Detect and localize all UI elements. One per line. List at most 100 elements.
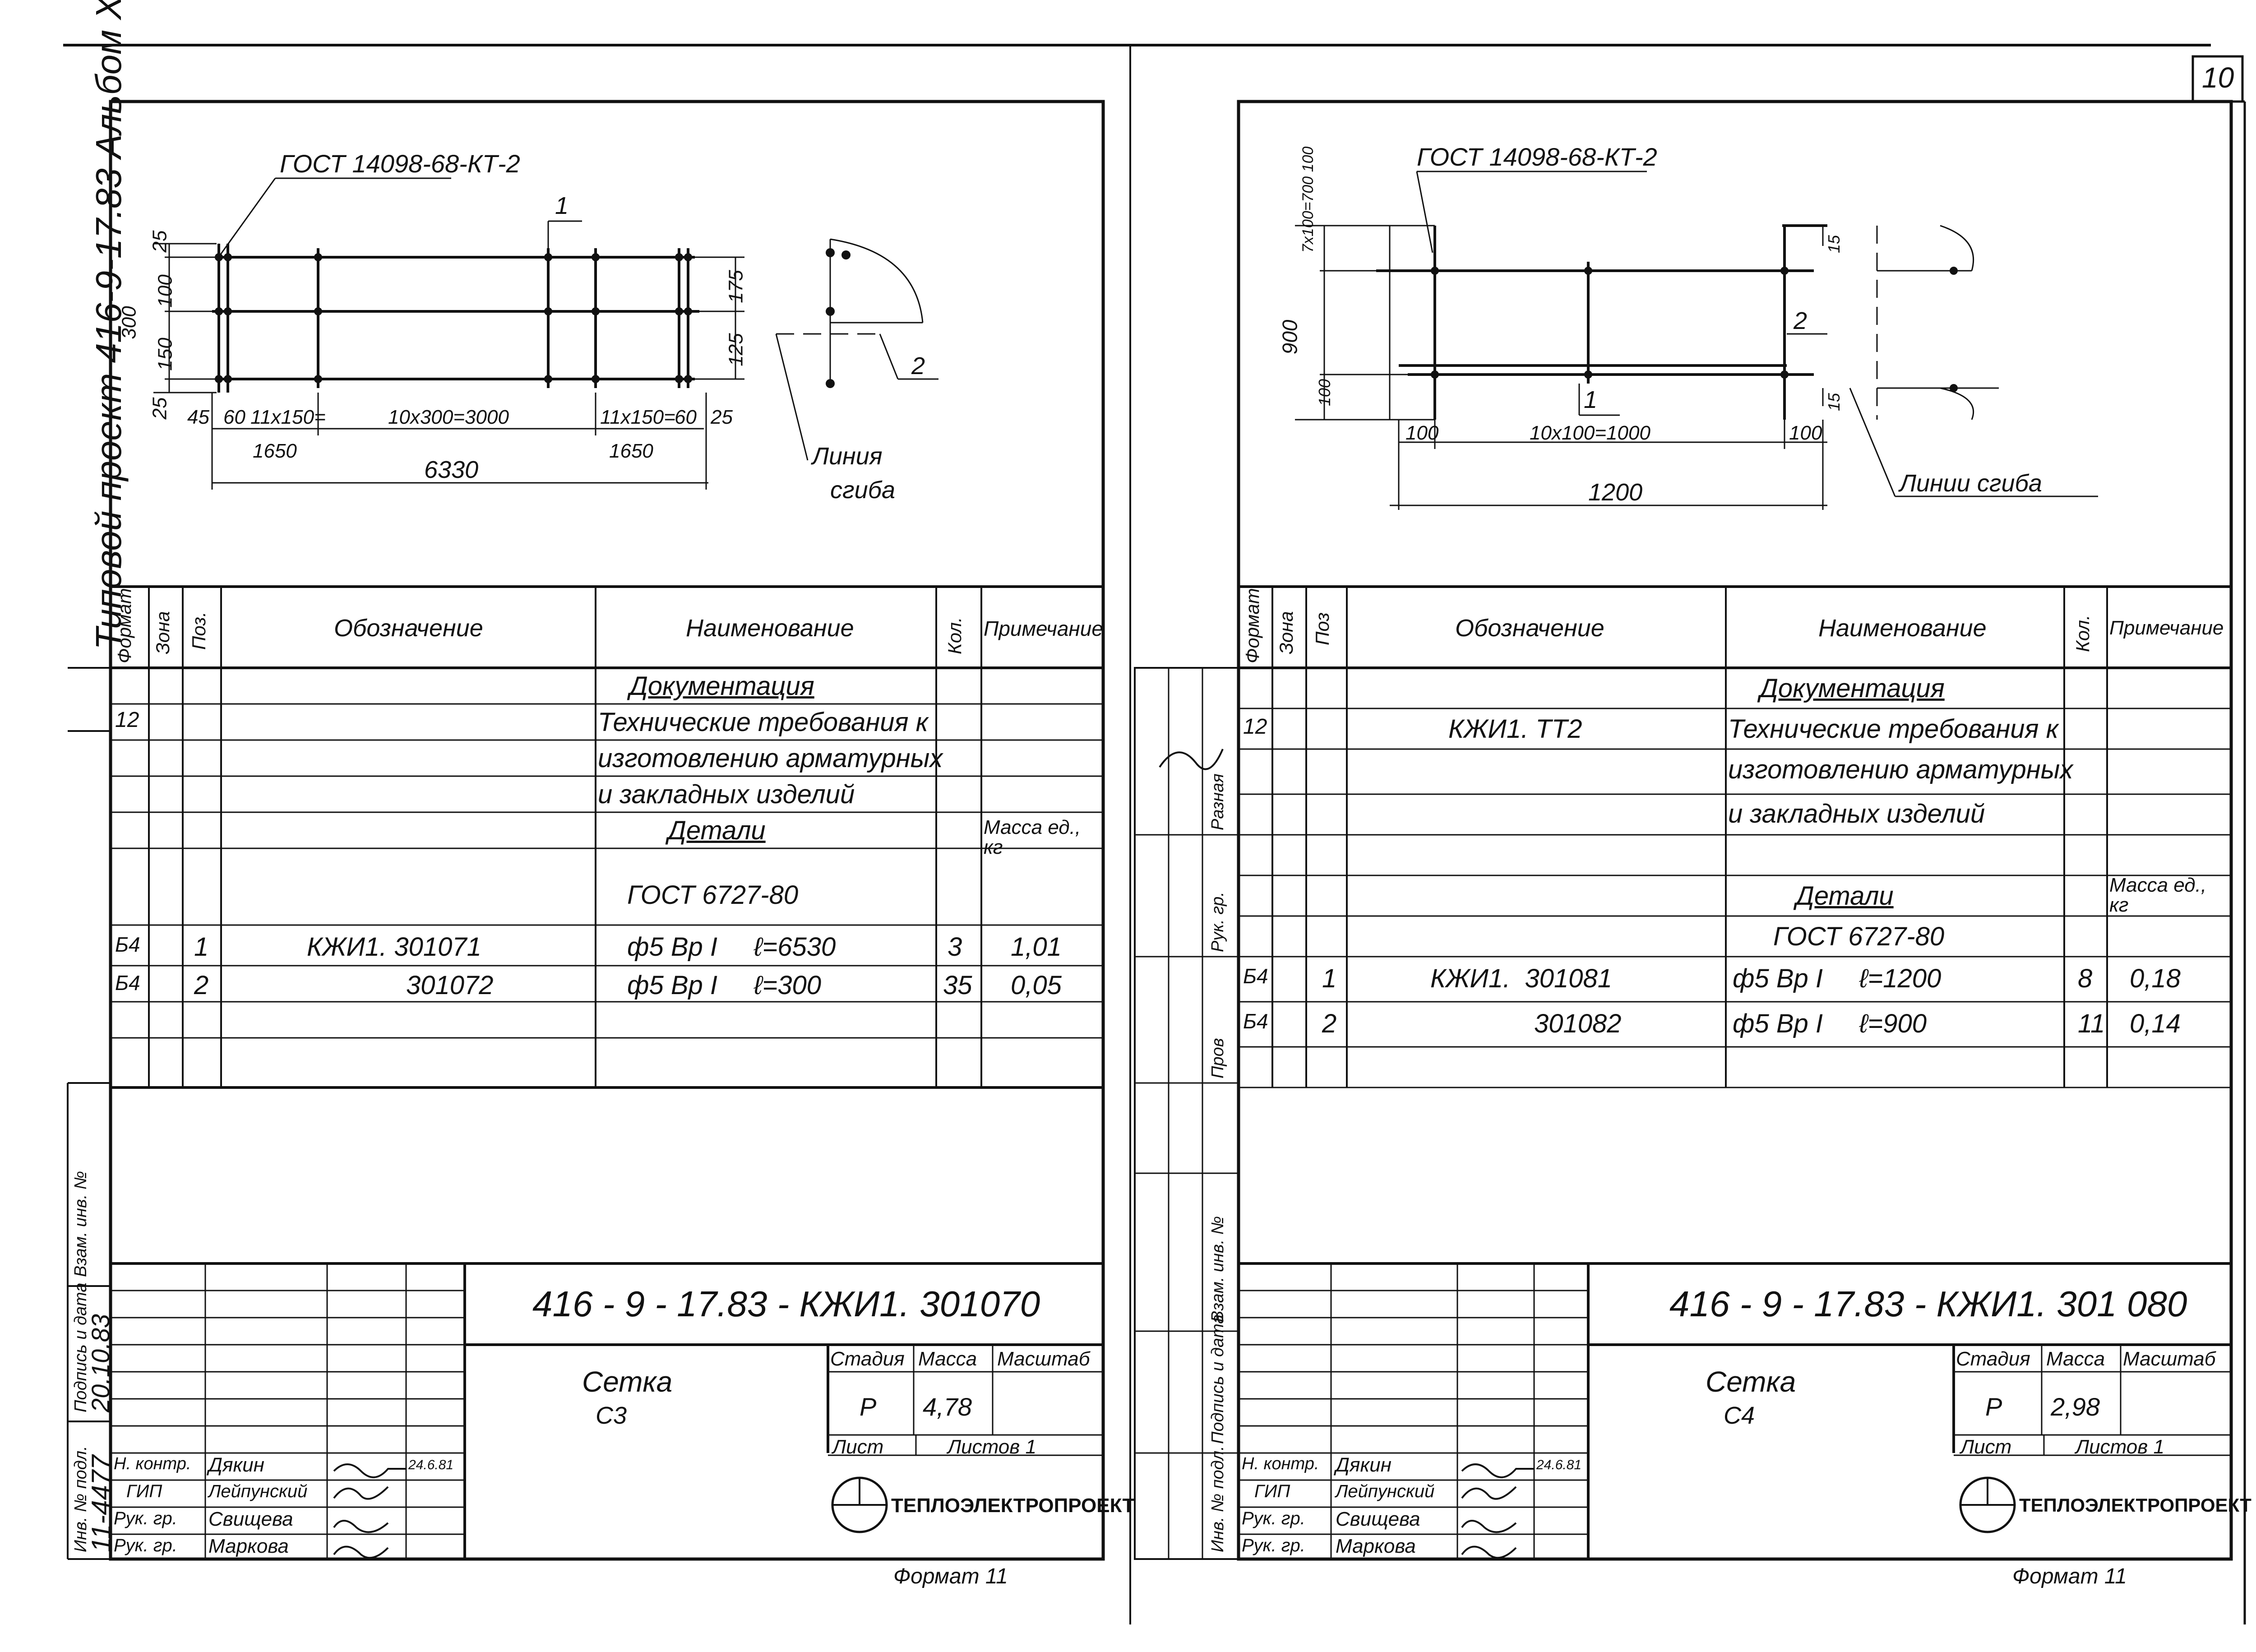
left-pos2-label: 2	[911, 352, 925, 379]
left-dim-25-bot: 25	[148, 397, 171, 420]
left-row-tt-format: 12	[115, 708, 139, 732]
left-person-1-role: Н. контр.	[114, 1454, 191, 1473]
left-dim-175: 175	[725, 270, 747, 303]
left-mesh-drawing	[212, 244, 699, 393]
right-hdr-format: Формат	[1242, 588, 1263, 663]
right-hdr-qty: Кол.	[2072, 615, 2093, 652]
left-side-label-vzam: Взам. инв. №	[71, 1171, 90, 1277]
left-stamp-stage: Р	[860, 1393, 877, 1421]
signatures	[333, 749, 1534, 1559]
right-person-4-name: Маркова	[1336, 1535, 1416, 1557]
right-bend-label: Линии сгиба	[1900, 470, 2042, 497]
right-stamp-sheet-h: Лист	[1960, 1436, 2012, 1458]
right-stamp-title-2: С4	[1724, 1402, 1755, 1429]
right-hdr-name: Наименование	[1818, 615, 1987, 642]
right-dim-15a: 15	[1825, 235, 1844, 254]
page-number: 10	[2202, 61, 2234, 94]
right-row-2-pos: 2	[1322, 1009, 1337, 1038]
right-person-4-role: Рук. гр.	[1242, 1536, 1305, 1555]
right-side-label-inv: Инв. № подл.	[1208, 1446, 1227, 1552]
left-stamp-sheets-h: Листов 1	[948, 1436, 1036, 1458]
right-stamp-stage-h: Стадия	[1956, 1348, 2030, 1370]
right-hdr-pos: Поз	[1312, 612, 1333, 645]
left-row-2-name: ф5 Вр I ℓ=300	[627, 971, 821, 1000]
right-person-3-name: Свищева	[1336, 1508, 1420, 1530]
left-person-2-role: ГИП	[126, 1481, 162, 1501]
right-dim-100v: 100	[1315, 379, 1334, 406]
left-row-details-name: Детали	[668, 816, 766, 845]
left-person-4-role: Рук. гр.	[114, 1536, 177, 1555]
left-dim-25-top: 25	[148, 230, 171, 253]
right-row-1-qty: 8	[2078, 964, 2093, 993]
left-row-1-qty: 3	[948, 932, 962, 962]
left-dim-45: 45	[187, 406, 209, 428]
right-hdr-zone: Зона	[1276, 611, 1297, 654]
left-side-inv-value: 11-4477	[86, 1455, 116, 1552]
left-row-2-note: 0,05	[1011, 971, 1062, 1000]
left-gost-label: ГОСТ 14098-68-КТ-2	[280, 149, 520, 178]
left-row-tt-name-2: изготовлению арматурных	[598, 744, 943, 773]
right-pos1-label: 1	[1584, 386, 1598, 413]
left-pos1-label: 1	[555, 192, 569, 219]
tep-logo-right-mark	[1959, 1476, 2016, 1533]
right-row-1-name: ф5 Вр I ℓ=1200	[1733, 964, 1942, 993]
right-stamp-scale-h: Масштаб	[2123, 1348, 2216, 1370]
left-dim-60a: 60	[223, 406, 245, 428]
right-dim-15b: 15	[1825, 393, 1844, 412]
right-person-1-name: Дякин	[1336, 1454, 1392, 1476]
left-stamp-format: Формат 11	[893, 1564, 1008, 1588]
left-dim-seg-a2: 1650	[253, 440, 297, 462]
left-row-tt-name-1: Технические требования к	[598, 708, 928, 737]
left-person-3-name: Свищева	[208, 1508, 293, 1530]
right-row-1-designation: КЖИ1. 301081	[1430, 964, 1612, 993]
left-stamp-mass: 4,78	[923, 1393, 972, 1421]
left-side-date-value: 20.10.83	[86, 1314, 115, 1412]
left-dim-25r: 25	[711, 406, 733, 428]
right-row-details-note: Масса ед., кг	[2109, 874, 2207, 916]
left-dim-150: 150	[154, 338, 176, 371]
right-side-label-vzam: Взам. инв. №	[1208, 1216, 1227, 1322]
right-dim-total: 1200	[1588, 479, 1643, 506]
left-stamp-code: 416 - 9 - 17.83 - КЖИ1. 301070	[532, 1284, 1040, 1324]
left-dim-125: 125	[725, 333, 747, 366]
left-row-1-name: ф5 Вр I ℓ=6530	[627, 932, 836, 962]
right-dim-100a: 100	[1405, 422, 1439, 444]
left-bend-label-2: сгиба	[830, 477, 896, 504]
right-row-tt-name-3: и закладных изделий	[1728, 799, 1985, 828]
right-dim-100b: 100	[1789, 422, 1822, 444]
right-person-2-role: ГИП	[1254, 1481, 1290, 1501]
right-row-2-note: 0,14	[2130, 1009, 2181, 1038]
right-stamp-format: Формат 11	[2012, 1564, 2127, 1588]
left-stamp-scale-h: Масштаб	[997, 1348, 1090, 1370]
left-dim-seg-mid: 10x300=3000	[388, 406, 509, 428]
right-row-doc-name: Документация	[1760, 674, 1945, 703]
right-row-2-format: Б4	[1243, 1009, 1268, 1033]
left-hdr-note: Примечание	[984, 617, 1103, 640]
right-row-tt-designation: КЖИ1. ТТ2	[1448, 714, 1582, 744]
right-row-2-name: ф5 Вр I ℓ=900	[1733, 1009, 1927, 1038]
right-row-2-designation: 301082	[1534, 1009, 1622, 1038]
left-hdr-designation: Обозначение	[334, 615, 483, 642]
left-stamp-org: ТЕПЛОЭЛЕКТРОПРОЕКТ	[891, 1495, 1135, 1517]
right-person-1-role: Н. контр.	[1242, 1454, 1319, 1473]
left-dim-300: 300	[118, 306, 140, 339]
right-stamp-stage: Р	[1985, 1393, 2002, 1421]
right-row-details-name: Детали	[1796, 881, 1894, 911]
left-row-gost-name: ГОСТ 6727-80	[627, 880, 799, 910]
left-row-2-qty: 35	[943, 971, 972, 1000]
right-row-tt-format: 12	[1243, 715, 1267, 739]
right-side-label-sign: Подпись и дата	[1208, 1314, 1227, 1444]
right-stamp-mass-h: Масса	[2046, 1348, 2105, 1370]
right-row-1-pos: 1	[1322, 964, 1337, 993]
left-hdr-name: Наименование	[686, 615, 854, 642]
right-dim-grid: 7x100=700 100	[1299, 146, 1317, 253]
left-row-tt-name-3: и закладных изделий	[598, 780, 855, 809]
left-stamp-title-1: Сетка	[582, 1365, 673, 1398]
right-person-3-role: Рук. гр.	[1242, 1509, 1305, 1528]
left-stamp-stage-h: Стадия	[830, 1348, 905, 1370]
tep-logo-left-mark	[831, 1476, 888, 1533]
left-stamp-mass-h: Масса	[918, 1348, 977, 1370]
left-row-1-designation: КЖИ1. 301071	[307, 932, 481, 962]
left-dim-60b: 60	[675, 406, 697, 428]
